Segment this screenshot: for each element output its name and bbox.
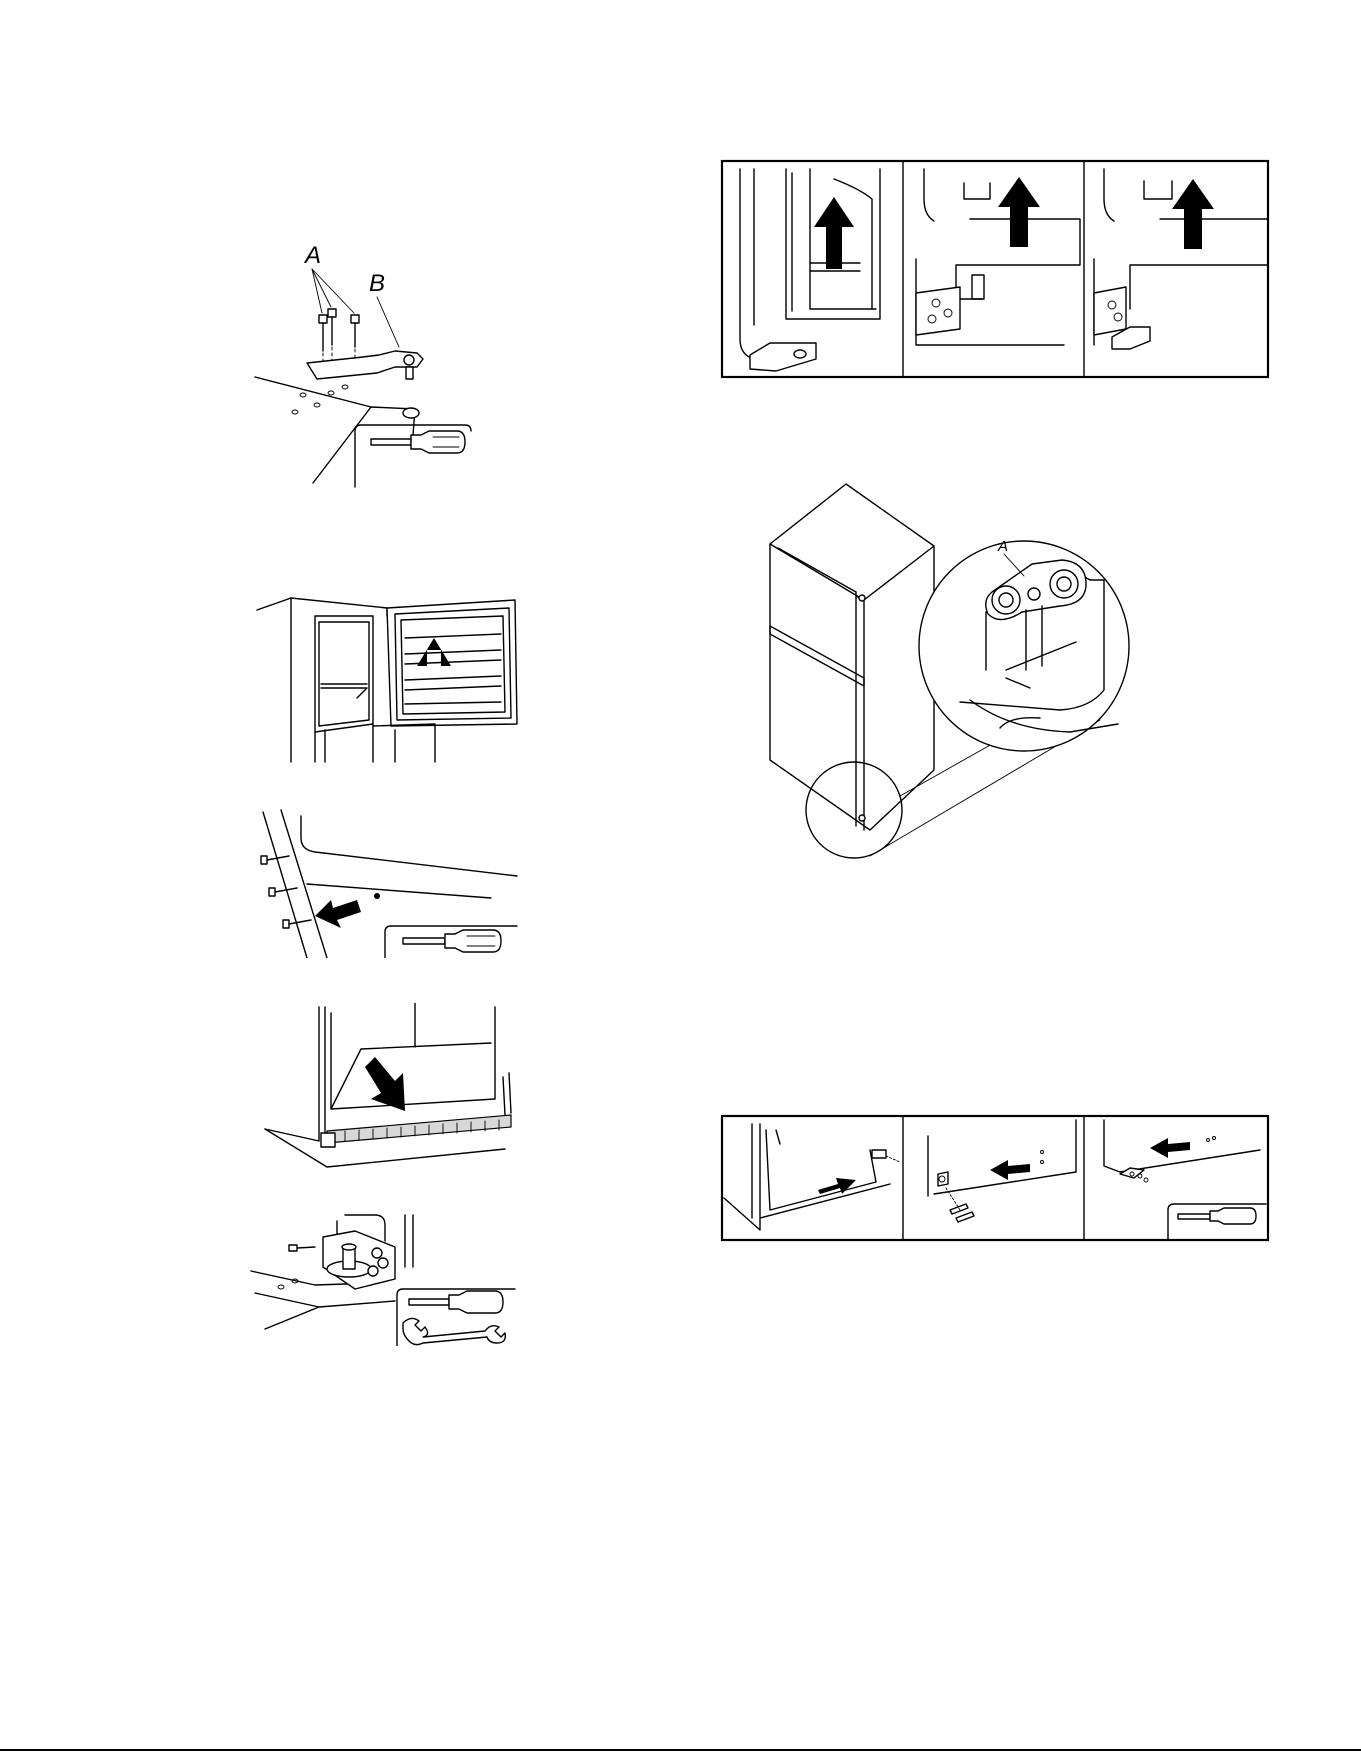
figure-freezer-door-open: [255, 594, 525, 764]
callout-a-label: A: [303, 242, 321, 269]
screwdriver-icon: [403, 930, 501, 952]
callout-a-leaders: [312, 269, 354, 313]
figure-base-grille: [255, 1003, 525, 1168]
figure-remove-screws: [255, 808, 525, 958]
callout-b-label: B: [369, 270, 385, 297]
arrow-left-icon: [315, 900, 361, 928]
figure-three-panel-reinstall: [720, 1114, 1270, 1244]
callout-a-detail-label: A: [997, 538, 1008, 555]
figure-refrigerator-hinge-detail: A: [760, 480, 1160, 870]
callout-b-leader: [377, 297, 399, 347]
figure-top-hinge-removal: A B: [245, 235, 525, 490]
page-bottom-rule: [0, 1749, 1361, 1751]
tool-box-screwdriver-wrench: [397, 1289, 515, 1346]
cabinet-top: [255, 377, 415, 483]
figure-three-panel-shelves: [720, 159, 1270, 379]
arrow-down-right-icon: [365, 1057, 405, 1111]
figure-bottom-hinge: [245, 1211, 525, 1346]
wrench-icon: [403, 1318, 505, 1344]
tool-box-screwdriver-2: [385, 926, 517, 958]
screwdriver-icon: [409, 1291, 503, 1313]
screw-row: [261, 856, 311, 928]
screwdriver-icon: [371, 431, 465, 453]
refrigerator-cabinet: [770, 484, 934, 830]
